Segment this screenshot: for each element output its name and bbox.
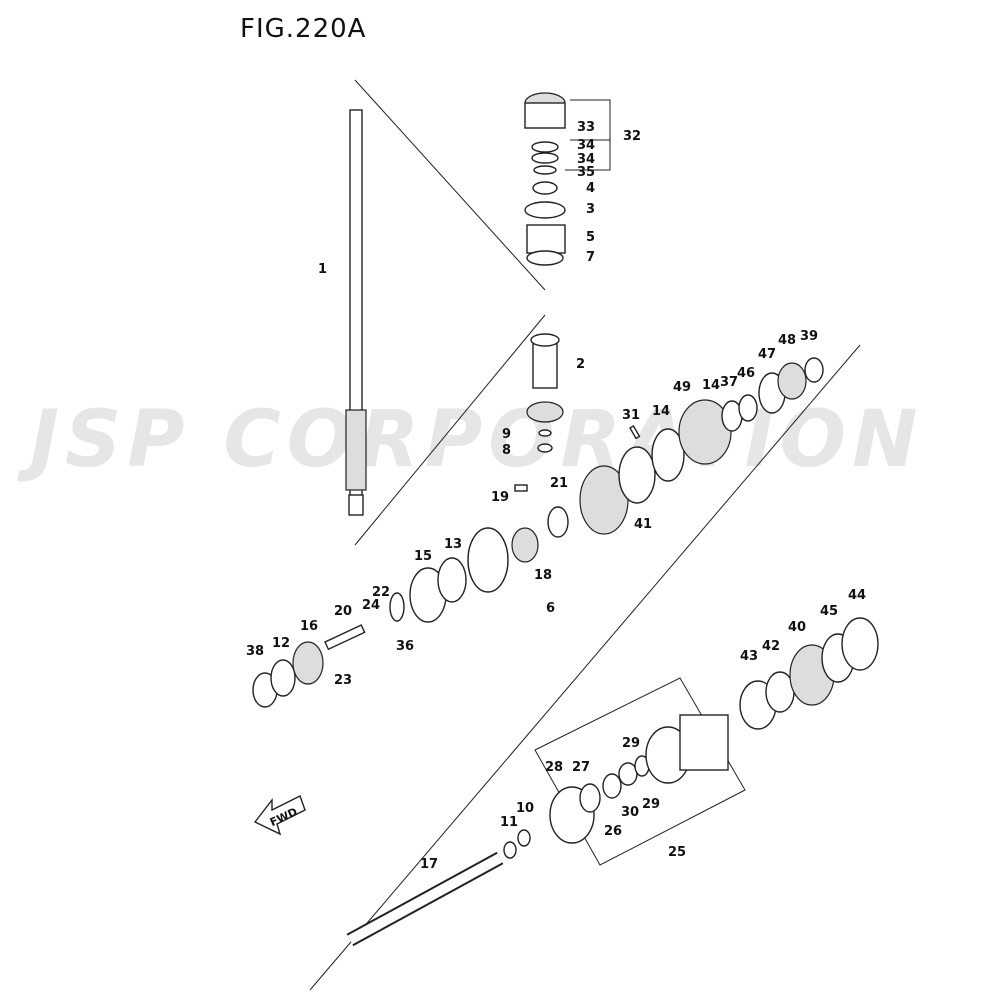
callout: 20 [334, 604, 352, 619]
callout: 15 [414, 549, 432, 564]
callout: 17 [420, 857, 438, 872]
callout: 29 [622, 736, 640, 751]
callout: 47 [758, 347, 776, 362]
callout: 31 [622, 408, 640, 423]
callout: 18 [534, 568, 552, 583]
callout: 29 [642, 797, 660, 812]
callout: 9 [502, 427, 511, 442]
callout: 44 [848, 588, 866, 603]
callout: 46 [737, 366, 755, 381]
callout: 34 [577, 138, 595, 153]
propeller-shaft [346, 829, 531, 947]
callout: 10 [516, 801, 534, 816]
callout: 25 [668, 845, 686, 860]
bushing-and-pinion [526, 333, 564, 453]
callout: 37 [720, 375, 738, 390]
callout: 30 [621, 805, 639, 820]
callout: 22 [372, 585, 390, 600]
callout: 42 [762, 639, 780, 654]
callout: 40 [788, 620, 806, 635]
callout: 49 [673, 380, 691, 395]
callout: 23 [334, 673, 352, 688]
callout: 19 [491, 490, 509, 505]
callout: 13 [444, 537, 462, 552]
callout: 34 [577, 152, 595, 167]
section-lines [309, 79, 861, 991]
callout: 39 [800, 329, 818, 344]
gear-assembly [252, 357, 824, 708]
callout: 24 [362, 598, 380, 613]
callout: 6 [546, 601, 555, 616]
prop-shaft-housing [549, 617, 879, 844]
callout: 8 [502, 443, 511, 458]
callout: 33 [577, 120, 595, 135]
callout: 16 [300, 619, 318, 634]
callout-labels: 1 2 3 4 5 6 7 8 9 10 11 12 13 14 15 16 1… [246, 120, 866, 872]
fwd-arrow-icon: FWD [253, 795, 306, 836]
callout: 26 [604, 824, 622, 839]
callout: 1 [318, 262, 327, 277]
callout: 35 [577, 165, 595, 180]
callout: 7 [586, 250, 595, 265]
callout: 28 [545, 760, 563, 775]
callout: 41 [634, 517, 652, 532]
driveshaft [345, 109, 367, 516]
callout: 4 [586, 181, 595, 196]
callout: 45 [820, 604, 838, 619]
callout: 43 [740, 649, 758, 664]
callout: 36 [396, 639, 414, 654]
callout: 5 [586, 230, 595, 245]
callout: 12 [272, 636, 290, 651]
callout: 21 [550, 476, 568, 491]
callout: 27 [572, 760, 590, 775]
callout: 32 [623, 129, 641, 144]
callout: 14 [652, 404, 670, 419]
figure-title: FIG.220A [240, 14, 367, 44]
upper-bearing-stack [524, 92, 566, 266]
callout: 11 [500, 815, 518, 830]
callout: 14 [702, 378, 720, 393]
callout: 48 [778, 333, 796, 348]
callout: 2 [576, 357, 585, 372]
callout: 3 [586, 202, 595, 217]
callout: 38 [246, 644, 264, 659]
